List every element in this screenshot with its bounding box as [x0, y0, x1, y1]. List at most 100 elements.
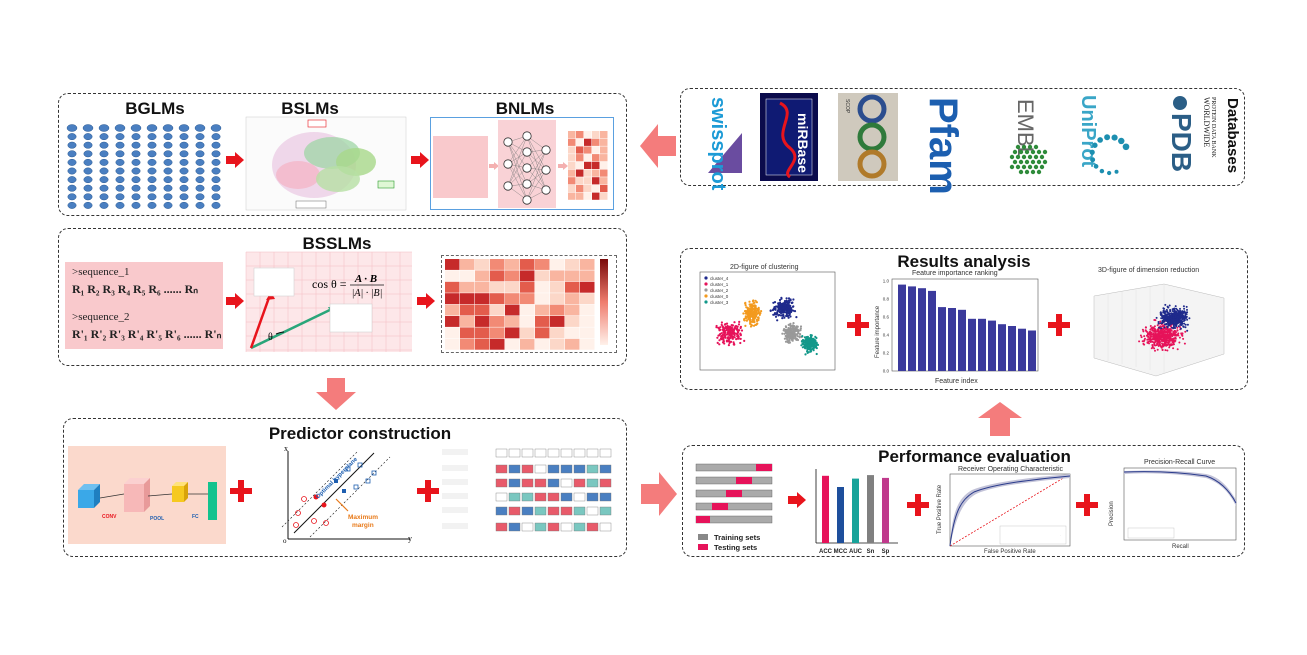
cluster-point — [736, 337, 739, 340]
sequence-card — [65, 262, 223, 349]
performance-title: Performance evaluation — [878, 447, 1071, 466]
cluster-point — [720, 332, 723, 335]
bglm-node — [211, 184, 221, 192]
maximum-margin-label-2: margin — [352, 522, 374, 529]
embl-dot — [1036, 149, 1042, 155]
reduction-point — [1180, 320, 1183, 323]
bglms-title: BGLMs — [125, 99, 185, 118]
bglm-node — [131, 176, 141, 184]
heatmap-cell — [584, 161, 592, 169]
nn-edge — [526, 167, 547, 191]
cluster-point — [755, 301, 758, 304]
cluster-point — [805, 338, 808, 341]
cluster-point — [727, 344, 730, 347]
cluster-point — [788, 336, 791, 339]
nn-node — [522, 163, 532, 173]
reduction-point — [1165, 316, 1168, 319]
cluster-point — [730, 340, 733, 343]
cluster-point — [811, 338, 814, 341]
metric-label: MCC — [834, 549, 848, 555]
cluster-point — [787, 329, 791, 332]
bglm-node — [179, 167, 189, 175]
seq-row-label — [442, 449, 468, 455]
reduction-point — [1166, 344, 1169, 347]
reduction-point — [1141, 328, 1144, 331]
bglm-node — [195, 193, 205, 201]
heatmap-cell — [600, 146, 608, 154]
seq-row-label — [442, 493, 468, 499]
cluster-point — [748, 300, 751, 303]
nn-node — [522, 179, 532, 189]
reduction-point — [1139, 334, 1142, 337]
cluster-point — [738, 329, 741, 332]
bglm-node — [115, 201, 125, 209]
seq-token — [495, 492, 508, 502]
embl-dot — [1018, 159, 1024, 165]
heatmap-cell — [568, 161, 576, 169]
cluster-plot-title: 2D-figure of clustering — [730, 264, 799, 271]
cluster-point — [808, 337, 811, 340]
heatmap-cell — [580, 316, 595, 327]
heatmap-cell — [520, 270, 535, 282]
reduction-point — [1166, 305, 1169, 308]
reduction-point — [1186, 329, 1189, 332]
embl-dot — [1015, 154, 1021, 160]
heatmap-cell — [445, 304, 460, 316]
bglm-node — [83, 167, 93, 175]
cluster-point — [810, 334, 813, 337]
bnlms-arrow-2 — [558, 162, 568, 170]
reduction-point — [1166, 341, 1168, 344]
seq-token — [547, 464, 560, 474]
metric-label: ACC — [819, 549, 833, 555]
bglm-node — [131, 150, 141, 158]
heatmap-cell — [565, 293, 580, 305]
importance-bar — [898, 284, 906, 371]
reduction-point — [1181, 312, 1184, 315]
reduction-point — [1166, 334, 1169, 337]
heatmap-cell — [576, 177, 584, 185]
reduction-point — [1156, 334, 1159, 337]
heatmap-cell — [460, 316, 475, 327]
bglm-node — [163, 158, 173, 166]
heatmap-cell — [475, 293, 490, 305]
heatmap-cell — [505, 293, 520, 305]
reduction-point — [1170, 320, 1173, 323]
reduction-point — [1168, 319, 1171, 322]
cluster-point — [782, 314, 785, 318]
heatmap-cell — [535, 304, 550, 316]
cluster-point — [780, 297, 783, 300]
reduction-point — [1181, 311, 1184, 313]
bglm-node — [147, 158, 157, 166]
plus-icon — [1048, 314, 1070, 336]
uniprot-text: UniProt — [1077, 95, 1099, 168]
reduction-point — [1153, 325, 1156, 328]
heatmap-cell — [460, 259, 475, 270]
bglm-node — [67, 158, 77, 166]
reduction-point — [1160, 327, 1163, 330]
bglm-node — [67, 133, 77, 141]
cluster-point — [783, 328, 786, 331]
seq-token — [547, 448, 560, 458]
reduction-point — [1142, 342, 1145, 345]
cluster-point — [781, 317, 784, 320]
svg-text:Databases: Databases — [1224, 98, 1241, 173]
reduction-point — [1152, 329, 1155, 332]
svg-text:Feature importance: Feature importance — [875, 305, 881, 358]
embl-dot — [1015, 164, 1021, 170]
heatmap-cell — [460, 293, 475, 305]
importance-bar — [978, 318, 986, 371]
reduction-point — [1186, 323, 1189, 326]
bnlms-arrow-1 — [489, 162, 499, 170]
embl-dot — [1021, 154, 1027, 160]
cluster-point — [720, 323, 723, 326]
heatmap-cell — [490, 259, 505, 270]
testing-bar — [696, 516, 710, 523]
cluster-point — [772, 313, 775, 316]
bglm-node — [195, 133, 205, 141]
legend-marker — [704, 300, 708, 304]
reduction-point — [1164, 319, 1167, 322]
reduction-point — [1162, 345, 1165, 347]
pdb-logo: PDB WORLDWIDE PROTEIN DATA BANK — [1166, 93, 1218, 181]
bglm-node — [99, 141, 109, 149]
heatmap-cell — [475, 270, 490, 282]
